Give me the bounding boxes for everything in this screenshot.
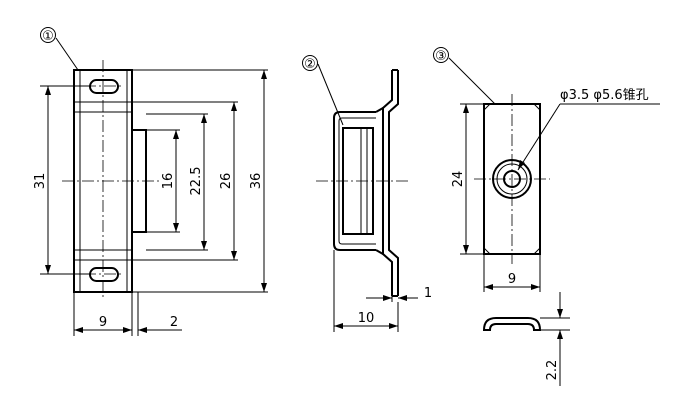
arrow — [138, 327, 147, 333]
arrow — [173, 223, 179, 232]
arrow — [74, 327, 83, 333]
dim-text-16: 16 — [161, 173, 176, 190]
leader-line-3 — [448, 57, 496, 105]
dim-text-24: 24 — [451, 171, 466, 188]
hole-leader — [517, 103, 561, 171]
arrow — [201, 114, 207, 123]
arrow — [463, 245, 469, 254]
part2-bracket-join — [375, 249, 384, 255]
dim-text-2-2: 2.2 — [545, 360, 560, 381]
dim-text-26: 26 — [219, 173, 234, 190]
callout-circle-3 — [433, 47, 449, 63]
callout-circle-1 — [40, 27, 56, 43]
arrow — [45, 265, 51, 274]
part3-corner — [533, 247, 541, 255]
dim-text-31: 31 — [33, 173, 48, 190]
dim-text-9b: 9 — [508, 272, 516, 287]
callout-circle-2 — [302, 55, 318, 71]
dim-text-2: 2 — [170, 315, 178, 330]
callout-label-2: ② — [304, 57, 316, 72]
arrow — [231, 102, 237, 111]
view1-part1: ① 31 — [33, 27, 268, 336]
view3-part3: ③ φ3.5 φ5.6锥孔 24 9 — [433, 47, 660, 386]
arrow — [261, 70, 267, 79]
part1-slot-bottom — [89, 267, 119, 282]
part3-corner — [483, 247, 491, 255]
dim-text-10: 10 — [358, 311, 375, 326]
arrow — [334, 323, 343, 329]
arrow — [383, 295, 392, 301]
part3-corner — [483, 103, 491, 111]
view2-part2: ② 1 10 — [302, 55, 432, 332]
arrow — [173, 130, 179, 139]
arrow — [389, 323, 398, 329]
part3-profile — [482, 317, 542, 331]
dim-text-9: 9 — [99, 315, 107, 330]
arrow — [557, 309, 563, 318]
arrow — [531, 284, 540, 290]
arrow — [518, 160, 525, 170]
leader-line-1 — [55, 37, 79, 71]
leader-line-2 — [317, 63, 344, 126]
arrow — [123, 327, 132, 333]
part2-bracket-outer — [382, 70, 393, 296]
arrow — [231, 251, 237, 260]
part2-bracket-join — [375, 107, 384, 113]
arrow — [463, 104, 469, 113]
arrow — [261, 283, 267, 292]
part2-bracket-inner — [388, 70, 399, 296]
part3-corner — [533, 103, 541, 111]
arrow — [484, 284, 493, 290]
arrow — [398, 295, 407, 301]
part1-slot-top — [89, 79, 119, 94]
dim-text-22-5: 22.5 — [189, 167, 204, 196]
callout-label-3: ③ — [435, 49, 447, 64]
arrow — [45, 86, 51, 95]
arrow — [201, 241, 207, 250]
dim-text-1: 1 — [424, 286, 432, 301]
dim-text-36: 36 — [249, 173, 264, 190]
hole-note: φ3.5 φ5.6锥孔 — [560, 88, 649, 103]
arrow — [557, 330, 563, 339]
part2-body-outer — [333, 111, 376, 251]
callout-label-1: ① — [42, 29, 54, 44]
